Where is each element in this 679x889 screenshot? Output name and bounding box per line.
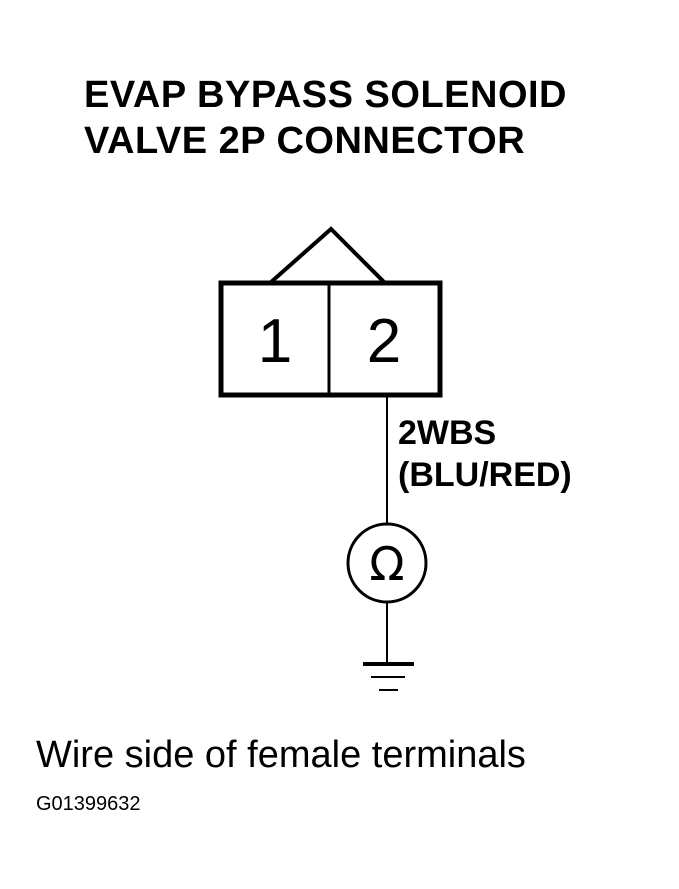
pin-1-label: 1 [258, 307, 292, 376]
caption: Wire side of female terminals [36, 734, 526, 776]
diagram-title: EVAP BYPASS SOLENOID VALVE 2P CONNECTOR [84, 72, 567, 164]
figure-id: G01399632 [36, 793, 141, 815]
wire-code: 2WBS [398, 414, 497, 452]
wire-color: (BLU/RED) [398, 456, 572, 494]
wire-label: 2WBS (BLU/RED) [398, 412, 572, 496]
connector-lock-tab [268, 226, 387, 285]
pin-2-label: 2 [367, 307, 401, 376]
title-line-1: EVAP BYPASS SOLENOID [84, 74, 567, 116]
title-line-2: VALVE 2P CONNECTOR [84, 120, 526, 162]
omega-symbol: Ω [369, 537, 404, 591]
ground-icon [363, 662, 414, 691]
